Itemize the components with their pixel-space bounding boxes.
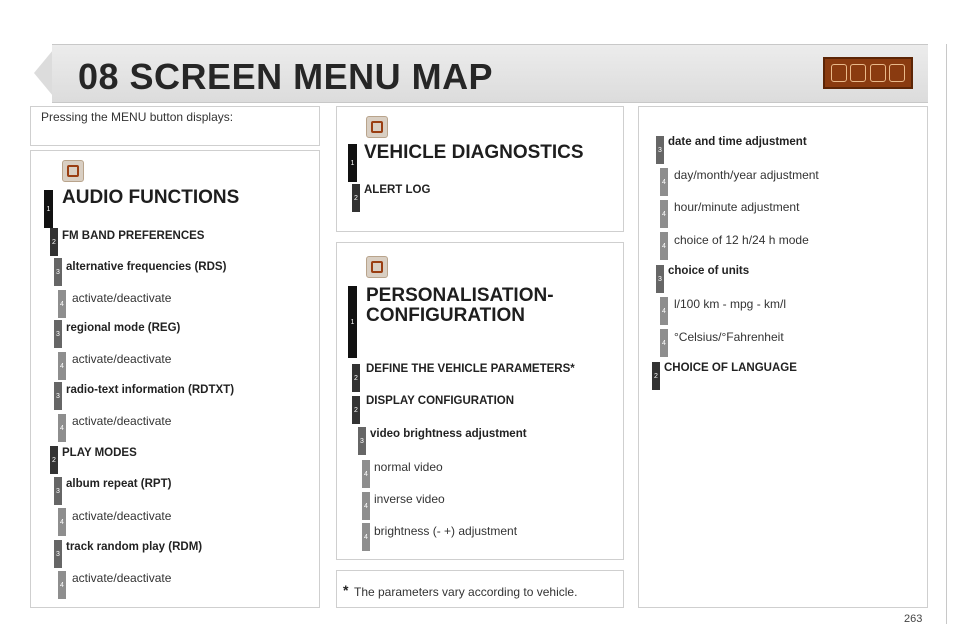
settings-icon bbox=[869, 64, 886, 82]
menu-item: track random play (RDM) bbox=[66, 541, 203, 553]
music-icon bbox=[62, 160, 84, 182]
wrench-icon bbox=[366, 116, 388, 138]
page-title: 08 SCREEN MENU MAP bbox=[78, 56, 494, 97]
level-tag-3: 3 bbox=[54, 477, 62, 505]
level-tag-4: 4 bbox=[58, 508, 66, 536]
level-tag-4: 4 bbox=[660, 297, 668, 325]
level-tag-2: 2 bbox=[50, 446, 58, 474]
diagnostics-heading: VEHICLE DIAGNOSTICS bbox=[364, 142, 584, 163]
level-tag-4: 4 bbox=[58, 352, 66, 380]
level-tag-4: 4 bbox=[362, 460, 370, 488]
level-tag-4: 4 bbox=[660, 232, 668, 260]
menu-item: day/month/year adjustment bbox=[674, 168, 819, 182]
choice-of-language: CHOICE OF LANGUAGE bbox=[664, 362, 797, 374]
audio-panel bbox=[30, 150, 320, 608]
intro-text: Pressing the MENU button displays: bbox=[41, 110, 234, 124]
level-tag-3: 3 bbox=[656, 136, 664, 164]
menu-item: normal video bbox=[374, 460, 443, 474]
menu-item: choice of 12 h/24 h mode bbox=[674, 233, 809, 247]
audio-icon bbox=[830, 64, 847, 82]
intro-panel bbox=[30, 106, 320, 146]
menu-item: activate/deactivate bbox=[72, 571, 172, 585]
date-time-adjustment: date and time adjustment bbox=[668, 136, 807, 148]
alert-log: ALERT LOG bbox=[364, 184, 431, 196]
menu-item: activate/deactivate bbox=[72, 509, 172, 523]
video-brightness-adjustment: video brightness adjustment bbox=[370, 428, 527, 440]
level-tag-2: 2 bbox=[352, 364, 360, 392]
define-vehicle-parameters: DEFINE THE VEHICLE PARAMETERS* bbox=[366, 363, 575, 375]
audio-heading: AUDIO FUNCTIONS bbox=[62, 187, 240, 208]
personalisation-panel bbox=[336, 242, 624, 560]
play-modes: PLAY MODES bbox=[62, 447, 137, 459]
menu-item: album repeat (RPT) bbox=[66, 478, 172, 490]
settings-icon bbox=[366, 256, 388, 278]
menu-item: brightness (- +) adjustment bbox=[374, 524, 518, 538]
level-tag-3: 3 bbox=[54, 320, 62, 348]
menu-item: activate/deactivate bbox=[72, 352, 172, 366]
footnote-star: * bbox=[343, 582, 349, 598]
level-tag-4: 4 bbox=[660, 329, 668, 357]
level-tag-4: 4 bbox=[660, 168, 668, 196]
level-tag-2: 2 bbox=[352, 184, 360, 212]
level-tag-4: 4 bbox=[58, 571, 66, 599]
level-tag-4: 4 bbox=[58, 414, 66, 442]
level-tag-1: 1 bbox=[44, 190, 53, 228]
menu-item: activate/deactivate bbox=[72, 291, 172, 305]
menu-item: hour/minute adjustment bbox=[674, 200, 800, 214]
phone-icon bbox=[889, 64, 906, 82]
menu-item: radio-text information (RDTXT) bbox=[66, 384, 235, 396]
footnote-panel bbox=[336, 570, 624, 608]
menu-item: °Celsius/°Fahrenheit bbox=[674, 330, 784, 344]
level-tag-3: 3 bbox=[54, 258, 62, 286]
level-tag-2: 2 bbox=[352, 396, 360, 424]
level-tag-4: 4 bbox=[660, 200, 668, 228]
menu-item: regional mode (REG) bbox=[66, 322, 181, 334]
personalisation-heading-line1: PERSONALISATION- bbox=[366, 285, 554, 306]
menu-item: activate/deactivate bbox=[72, 414, 172, 428]
display-configuration: DISPLAY CONFIGURATION bbox=[366, 395, 515, 407]
level-tag-3: 3 bbox=[656, 265, 664, 293]
level-tag-1: 1 bbox=[348, 286, 357, 358]
level-tag-4: 4 bbox=[362, 492, 370, 520]
menu-item: l/100 km - mpg - km/l bbox=[674, 297, 787, 311]
page-number: 263 bbox=[904, 613, 923, 625]
menu-icons-strip bbox=[823, 57, 913, 89]
level-tag-2: 2 bbox=[50, 228, 58, 256]
level-tag-3: 3 bbox=[54, 540, 62, 568]
menu-item: alternative frequencies (RDS) bbox=[66, 261, 227, 273]
footnote-text: The parameters vary according to vehicle… bbox=[354, 585, 578, 599]
level-tag-3: 3 bbox=[54, 382, 62, 410]
fm-band-preferences: FM BAND PREFERENCES bbox=[62, 230, 205, 242]
wrench-icon bbox=[850, 64, 867, 82]
right-rule bbox=[946, 44, 947, 624]
level-tag-3: 3 bbox=[358, 427, 366, 455]
level-tag-4: 4 bbox=[362, 523, 370, 551]
header-bar bbox=[52, 44, 928, 103]
level-tag-4: 4 bbox=[58, 290, 66, 318]
choice-of-units: choice of units bbox=[668, 265, 750, 277]
menu-item: inverse video bbox=[374, 492, 445, 506]
level-tag-1: 1 bbox=[348, 144, 357, 182]
right-panel bbox=[638, 106, 928, 608]
level-tag-2: 2 bbox=[652, 362, 660, 390]
personalisation-heading-line2: CONFIGURATION bbox=[366, 305, 526, 326]
